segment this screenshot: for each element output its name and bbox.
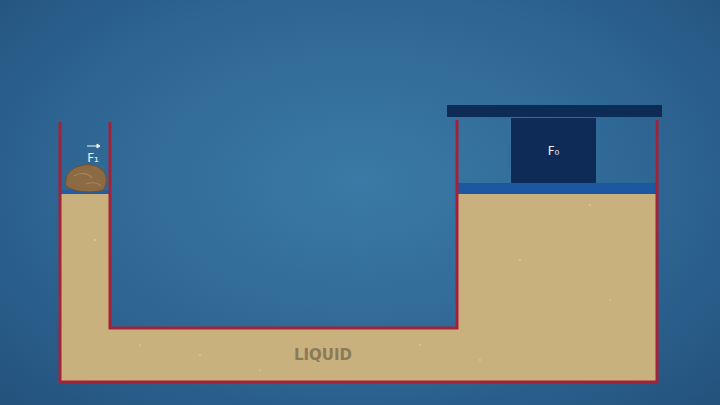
- force-label: F₁: [87, 151, 99, 165]
- rock-texture: [74, 174, 101, 186]
- liquid-speckles: [94, 204, 611, 371]
- liquid: [60, 193, 657, 382]
- large-piston: [458, 183, 656, 194]
- rock: [66, 165, 107, 192]
- load-block: F₀: [511, 118, 596, 183]
- force-label: F₀: [548, 144, 560, 158]
- container-inner-wall: [110, 120, 457, 328]
- vector-arrows: [87, 140, 562, 148]
- press-plate: [447, 105, 662, 117]
- liquid-label: LIQUID: [294, 346, 352, 364]
